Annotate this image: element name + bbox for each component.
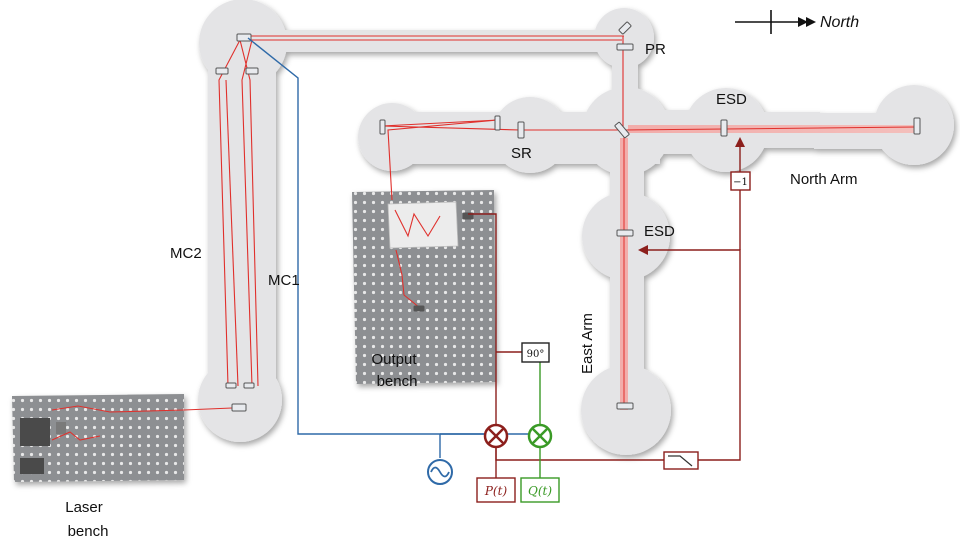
pr-label: PR [645, 41, 666, 58]
oscillator-icon [428, 460, 452, 484]
phase-shift-box: 90° [522, 343, 549, 362]
arm-beams [620, 125, 920, 410]
svg-text:P(t): P(t) [484, 484, 508, 498]
top-beam-tube [240, 30, 635, 52]
output-bench-label-line2: bench [377, 373, 418, 390]
inverter-box: −1 [731, 172, 750, 190]
p-signal-box: P(t) [477, 478, 515, 502]
q-signal-box: Q(t) [521, 478, 559, 502]
svg-text:−1: −1 [733, 177, 748, 188]
pr-mirror [617, 44, 633, 50]
laser-bench-label-line2: bench [68, 523, 109, 540]
laser-bench-label-line1: Laser [65, 499, 103, 516]
q-mixer [529, 425, 551, 447]
esd-north-mirror [721, 120, 727, 136]
esd-north-label: ESD [716, 91, 747, 108]
p-mixer [485, 425, 507, 447]
north-label: North [820, 14, 859, 31]
north-arrow: North [735, 10, 859, 34]
east-end-mirror [617, 403, 633, 409]
mc1-label: MC1 [268, 272, 300, 289]
north-end-mirror [914, 118, 920, 134]
svg-text:Q(t): Q(t) [528, 484, 552, 498]
vacuum-chambers [198, 0, 954, 455]
mode-cleaner-chamber [198, 0, 287, 442]
north-arm-label: North Arm [790, 171, 858, 188]
svg-text:90°: 90° [527, 349, 545, 360]
output-bench-label-line1: Output [371, 351, 417, 368]
mirrors [216, 22, 920, 411]
laser-bench [12, 394, 184, 482]
sr-label: SR [511, 145, 532, 162]
esd-east-label: ESD [644, 223, 675, 240]
sr-mirror [518, 122, 524, 138]
east-arm-label: East Arm [579, 313, 596, 374]
laser-beams [52, 36, 624, 440]
mc-top-mirror [237, 34, 251, 41]
mc2-label: MC2 [170, 245, 202, 262]
esd-east-mirror [617, 230, 633, 236]
low-pass-filter-icon [664, 452, 698, 469]
